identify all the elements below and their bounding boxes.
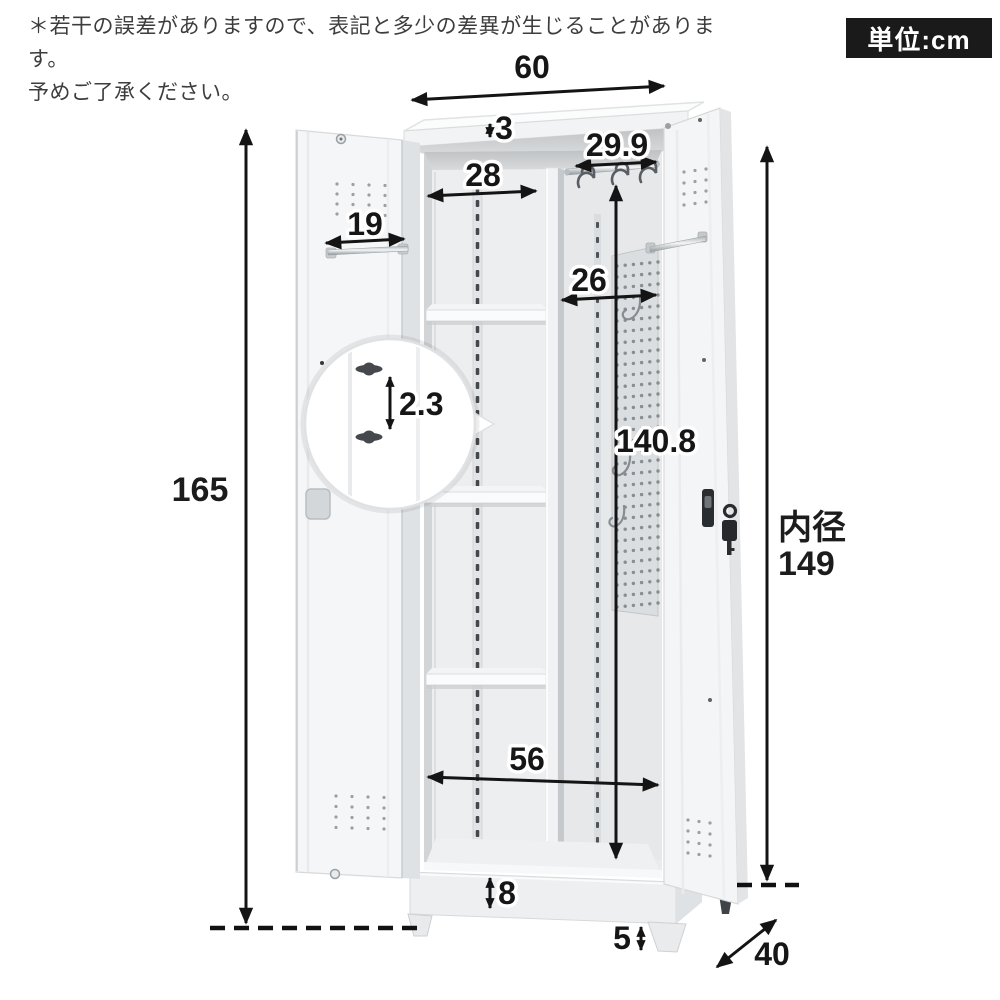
- dim-inner-height-prefix: 内径: [778, 509, 846, 547]
- dim-hanger-height-label: 140.8: [616, 423, 696, 459]
- disclaimer-line1: ＊若干の誤差がありますので、表記と多少の差異が生じることがあります。: [28, 15, 716, 71]
- key-with-fob: [722, 503, 738, 555]
- inset-door-background: [348, 342, 420, 506]
- cabinet: [295, 101, 748, 953]
- disclaimer-line2: 予めご了承ください。: [28, 81, 243, 104]
- dim-depth: 40: [715, 918, 793, 976]
- door-screw-icon: [702, 358, 706, 362]
- unit-badge-label: 単位:cm: [867, 24, 971, 55]
- dim-overall-height: 165: [172, 128, 254, 925]
- dim-hanger-rod-width: 29.9: [574, 124, 658, 173]
- dim-right-compartment-width-label: 26: [571, 262, 607, 298]
- dim-hanger-rod-width-label: 29.9: [586, 127, 648, 163]
- dim-inner-height-label: 149: [778, 545, 835, 583]
- dim-left-compartment-width: 28: [426, 154, 538, 203]
- door-vent-holes-bottom: [334, 794, 386, 831]
- foot-front-right: [647, 921, 687, 953]
- cabinet-top-panel: [403, 101, 705, 154]
- dim-hanger-height: 140.8: [608, 184, 700, 860]
- right-door: [645, 107, 748, 905]
- keyhole-slot-icon: [355, 362, 383, 376]
- dim-hanger-rod-width-arrow: [574, 155, 658, 173]
- dim-overall-width: 60: [410, 46, 666, 107]
- dim-door-towel-bar-width-arrow: [324, 232, 406, 250]
- door-vent-holes-bottom: [686, 818, 712, 858]
- door-screw-icon: [708, 698, 712, 702]
- dim-overall-height-label: 165: [172, 471, 229, 509]
- dim-foot-height-label: 5: [613, 920, 631, 956]
- dim-right-compartment-width: 26: [560, 259, 658, 307]
- center-divider: [545, 167, 564, 857]
- left-door-flange: [402, 140, 420, 879]
- hinge-icon: [665, 123, 671, 129]
- unit-badge: 単位:cm: [846, 18, 992, 58]
- left-door: [295, 129, 420, 880]
- dim-keyhole-pitch: 2.3: [385, 375, 447, 431]
- door-handle-recess: [305, 488, 331, 520]
- left-compartment-back-wall: [432, 170, 546, 862]
- cabinet-interior: [424, 150, 662, 878]
- dim-depth-label: 40: [754, 936, 790, 972]
- dim-overall-width-arrow: [410, 79, 666, 107]
- dim-depth-arrow: [715, 918, 778, 969]
- keyhole-detail-inset: 2.3: [300, 334, 496, 514]
- hinge-icon: [329, 868, 341, 880]
- shelf-support-strip-right: [594, 214, 601, 850]
- shelf: [425, 668, 549, 689]
- dim-inner-height: 内径 149: [759, 145, 846, 882]
- door-screw-icon: [320, 361, 324, 365]
- dim-inner-bottom-width: 56: [426, 738, 660, 792]
- dim-base-height: 8: [485, 872, 519, 915]
- dim-inner-bottom-width-label: 56: [509, 741, 545, 777]
- dim-top-thickness: 3: [485, 107, 516, 150]
- shelf-support-slots: [475, 186, 480, 851]
- interior-left-wall: [424, 152, 432, 868]
- dim-keyhole-pitch-label: 2.3: [399, 386, 443, 422]
- door-vent-holes-top: [682, 167, 708, 207]
- dim-left-compartment-width-label: 28: [465, 157, 501, 193]
- foot-front-left: [407, 913, 433, 937]
- dim-top-thickness-label: 3: [495, 110, 513, 146]
- disclaimer-text: ＊若干の誤差がありますので、表記と多少の差異が生じることがあります。 予めご了承…: [28, 10, 748, 109]
- dim-foot-height: 5: [610, 917, 646, 960]
- shelf-support-slots-right: [596, 222, 599, 843]
- dim-door-towel-bar-width: 19: [324, 203, 406, 250]
- keyhole-slot-icon: [355, 430, 383, 444]
- interior-front-sill: [424, 862, 662, 878]
- door-vent-holes-top: [335, 182, 387, 218]
- dim-overall-width-label: 60: [514, 49, 550, 85]
- door-screw-icon: [698, 118, 702, 122]
- dim-door-towel-bar-width-label: 19: [347, 206, 383, 242]
- towel-bar-right: [645, 231, 708, 254]
- dim-base-height-label: 8: [498, 875, 516, 911]
- door-lock: [702, 489, 714, 527]
- dim-inner-bottom-width-arrow: [426, 770, 660, 792]
- shelf: [425, 304, 549, 325]
- dim-left-compartment-width-arrow: [426, 184, 538, 203]
